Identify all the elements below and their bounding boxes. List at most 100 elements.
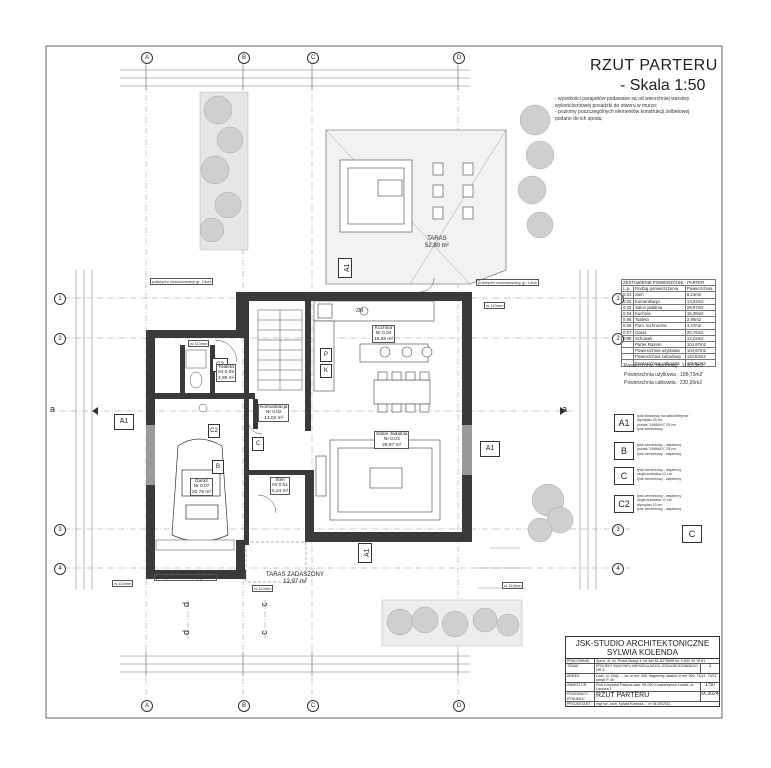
legend-line: cegła kratówka 12 cm: [637, 472, 672, 477]
title-block-value: RZUT PARTERU: [596, 692, 650, 700]
room-area: 13,02 m²: [264, 415, 284, 421]
room-label-sien: Sień Nr 0.01 5,24 m²: [270, 477, 291, 496]
room-name: Kuchnia: [374, 326, 393, 331]
title-block-key: PRZEDMIOT RYSUNKU: [566, 692, 595, 701]
legend-code-a1: A1: [614, 414, 634, 432]
axis-col-b-bottom: B: [238, 700, 250, 712]
wall-tag-a1-bottom: A1: [358, 543, 372, 563]
axis-col-c-top: C: [307, 52, 319, 64]
axis-row-3-left: 3: [54, 524, 66, 536]
table-header: Rodzaj pomieszczenia: [633, 285, 686, 293]
axis-col-a-bottom: A: [141, 700, 153, 712]
title-block-row: PROJEKTANT mgr inż. arch. Sylwia Kolenda…: [566, 701, 719, 707]
axis-col-b-top: B: [238, 52, 250, 64]
axis-col-c-bottom: C: [307, 700, 319, 712]
title-block-row: INWESTOR Piotr Krzysztof Pastrza zam. 95…: [566, 682, 719, 693]
total-line: Powierzchnia całkowita : 230,26m2: [624, 380, 703, 386]
title-block-number: IX.2024: [700, 692, 719, 701]
title-block-value: Łódź, ul. Złoty ...; dz. nr ew. 308, fra…: [596, 673, 717, 682]
legend-line: tynk silikatowy na siatce/klejenie: [637, 414, 689, 418]
wall-tag-a1-top: A1: [338, 258, 352, 278]
title-block-row: PRZEDMIOT RYSUNKU RZUT PARTERU IX.2024: [566, 692, 719, 702]
insulation-callout-right: polistyren ekstrudowany gr. 14cm: [476, 279, 540, 286]
rs-callout-4: rs 110mm: [252, 585, 274, 592]
legend-code-c: C: [614, 467, 634, 485]
room-number: Nr 0.02: [265, 410, 282, 416]
room-number: Nr 0.07: [193, 484, 210, 490]
title-block-key: ADRES: [566, 673, 595, 683]
room-number: Nr 0.05: [218, 370, 234, 376]
legend-line: styropian 25 cm: [637, 418, 663, 423]
rs-callout-5: rs 110mm: [188, 340, 210, 347]
legend-line: tynk cementowy - wapienny: [637, 476, 682, 481]
room-label-garaz: Garaż Nr 0.07 20,76 m²: [190, 478, 213, 497]
axis-col-d-bottom: D: [453, 700, 465, 712]
legend-code-b: B: [614, 442, 634, 460]
wall-tag-b-plan: B: [212, 460, 224, 474]
tag-zm: ZM: [356, 308, 364, 314]
room-number: Nr 0.04: [375, 331, 392, 337]
axis-row-3-right: 3: [612, 524, 624, 536]
room-area: 2,90 m²: [218, 375, 235, 381]
legend-line: pustak "UNIMAX" 25 cm: [637, 422, 676, 427]
title-block-row: PRACOWNIA Sprec. el. ks. Piotra Skargi 4…: [566, 659, 719, 665]
legend-code-c2: C2: [614, 495, 634, 513]
title-block-key: INWESTOR: [566, 683, 595, 692]
table-cell: Powierzchnia użytkowa: [633, 347, 686, 355]
tag-p: P: [320, 348, 332, 362]
legend-line: styropian 10 cm: [637, 502, 663, 507]
title-block-key: PROJEKTANT: [566, 701, 595, 707]
title-block-value: Piotr Krzysztof Pastrza zam. 95-050 Kons…: [596, 683, 695, 692]
note-line: - poziomy poszczególnych elementów konst…: [555, 109, 690, 116]
table-title: ZESTAWIENIE POWIERZCHNI - PARTER: [621, 278, 716, 287]
room-area: 29,97 m²: [382, 442, 402, 448]
room-area: 20,76 m²: [192, 489, 211, 495]
tag-k: K: [320, 364, 332, 378]
terrace-label: TARAS 52,80 m²: [425, 236, 449, 250]
room-name: Toaleta: [218, 365, 234, 370]
area-table: ZESTAWIENIE POWIERZCHNI - PARTER L.p. Ro…: [621, 278, 717, 367]
table-header: Powierzchnia: [684, 285, 717, 293]
room-name: Sień: [275, 478, 285, 483]
title-block-row: ADRES Łódź, ul. Złoty ...; dz. nr ew. 30…: [566, 673, 719, 684]
total-line: Powierzchnia zabudowy : 119,63m2: [624, 363, 704, 369]
firm-name: JSK-STUDIO ARCHITEKTONICZNE: [575, 639, 710, 648]
legend-line: pustak "UNIMAX" 25 cm: [637, 447, 676, 452]
legend-line: tynk cementowy - wapienny: [637, 443, 682, 447]
table-cell: 119,63m2: [684, 359, 717, 367]
note-line: - wysokości parapetów podawane są od wie…: [555, 96, 690, 102]
room-number: Nr 0.03: [383, 437, 400, 443]
rs-callout-3: rs 110mm: [502, 582, 524, 589]
title-block-value: mgr inż. arch. Sylwia Kolenda ... nr SŁ/…: [596, 701, 671, 706]
terrace-area: 52,80 m²: [425, 243, 449, 249]
terrace-name: TARAS ZADASZONY: [266, 572, 324, 578]
section-mark-d-1: d: [181, 629, 192, 636]
legend-line: cegła kratówka 12 cm: [637, 498, 672, 503]
axis-row-4-right: 4: [612, 563, 624, 575]
wall-tag-a1-right: A1: [480, 441, 500, 457]
legend-desc-b: tynk cementowy - wapienny pustak "UNIMAX…: [637, 443, 681, 456]
wall-tag-a1-left: A1: [114, 414, 134, 430]
room-area: 15,38 m²: [374, 336, 393, 342]
title-block-value: PROJEKT BUDYNKU MIESZKALNEGO JEDNORODZIN…: [596, 664, 698, 673]
title-block-key: TEMAT: [566, 664, 595, 673]
legend-line: tynk cementowy - wapienny: [637, 507, 682, 512]
total-line: Powierzchnia użytkowa : 188,73m2: [624, 371, 703, 378]
axis-col-d-top: D: [453, 52, 465, 64]
table-cell: [621, 359, 634, 367]
title-block-header: JSK-STUDIO ARCHITEKTONICZNE SYLWIA KOLEN…: [566, 637, 719, 659]
title-block-row: TEMAT PROJEKT BUDYNKU MIESZKALNEGO JEDNO…: [566, 664, 719, 674]
room-name: Komunikacja: [260, 405, 288, 410]
section-mark-d-2: d: [181, 601, 192, 608]
section-mark-a-right: a: [562, 404, 568, 414]
room-label-kuchnia: Kuchnia Nr 0.04 15,38 m²: [372, 325, 395, 344]
title-block-value: Sprec. el. ks. Piotra Skargi 4; tel./fax…: [596, 659, 706, 663]
legend-desc-a1: tynk silikatowy na siatce/klejenie styro…: [637, 414, 689, 432]
legend-line: tynk cementowy - wapienny: [637, 468, 682, 472]
table-title-row: ZESTAWIENIE POWIERZCHNI - PARTER: [621, 278, 716, 287]
legend-code-c-extra: C: [682, 525, 702, 543]
